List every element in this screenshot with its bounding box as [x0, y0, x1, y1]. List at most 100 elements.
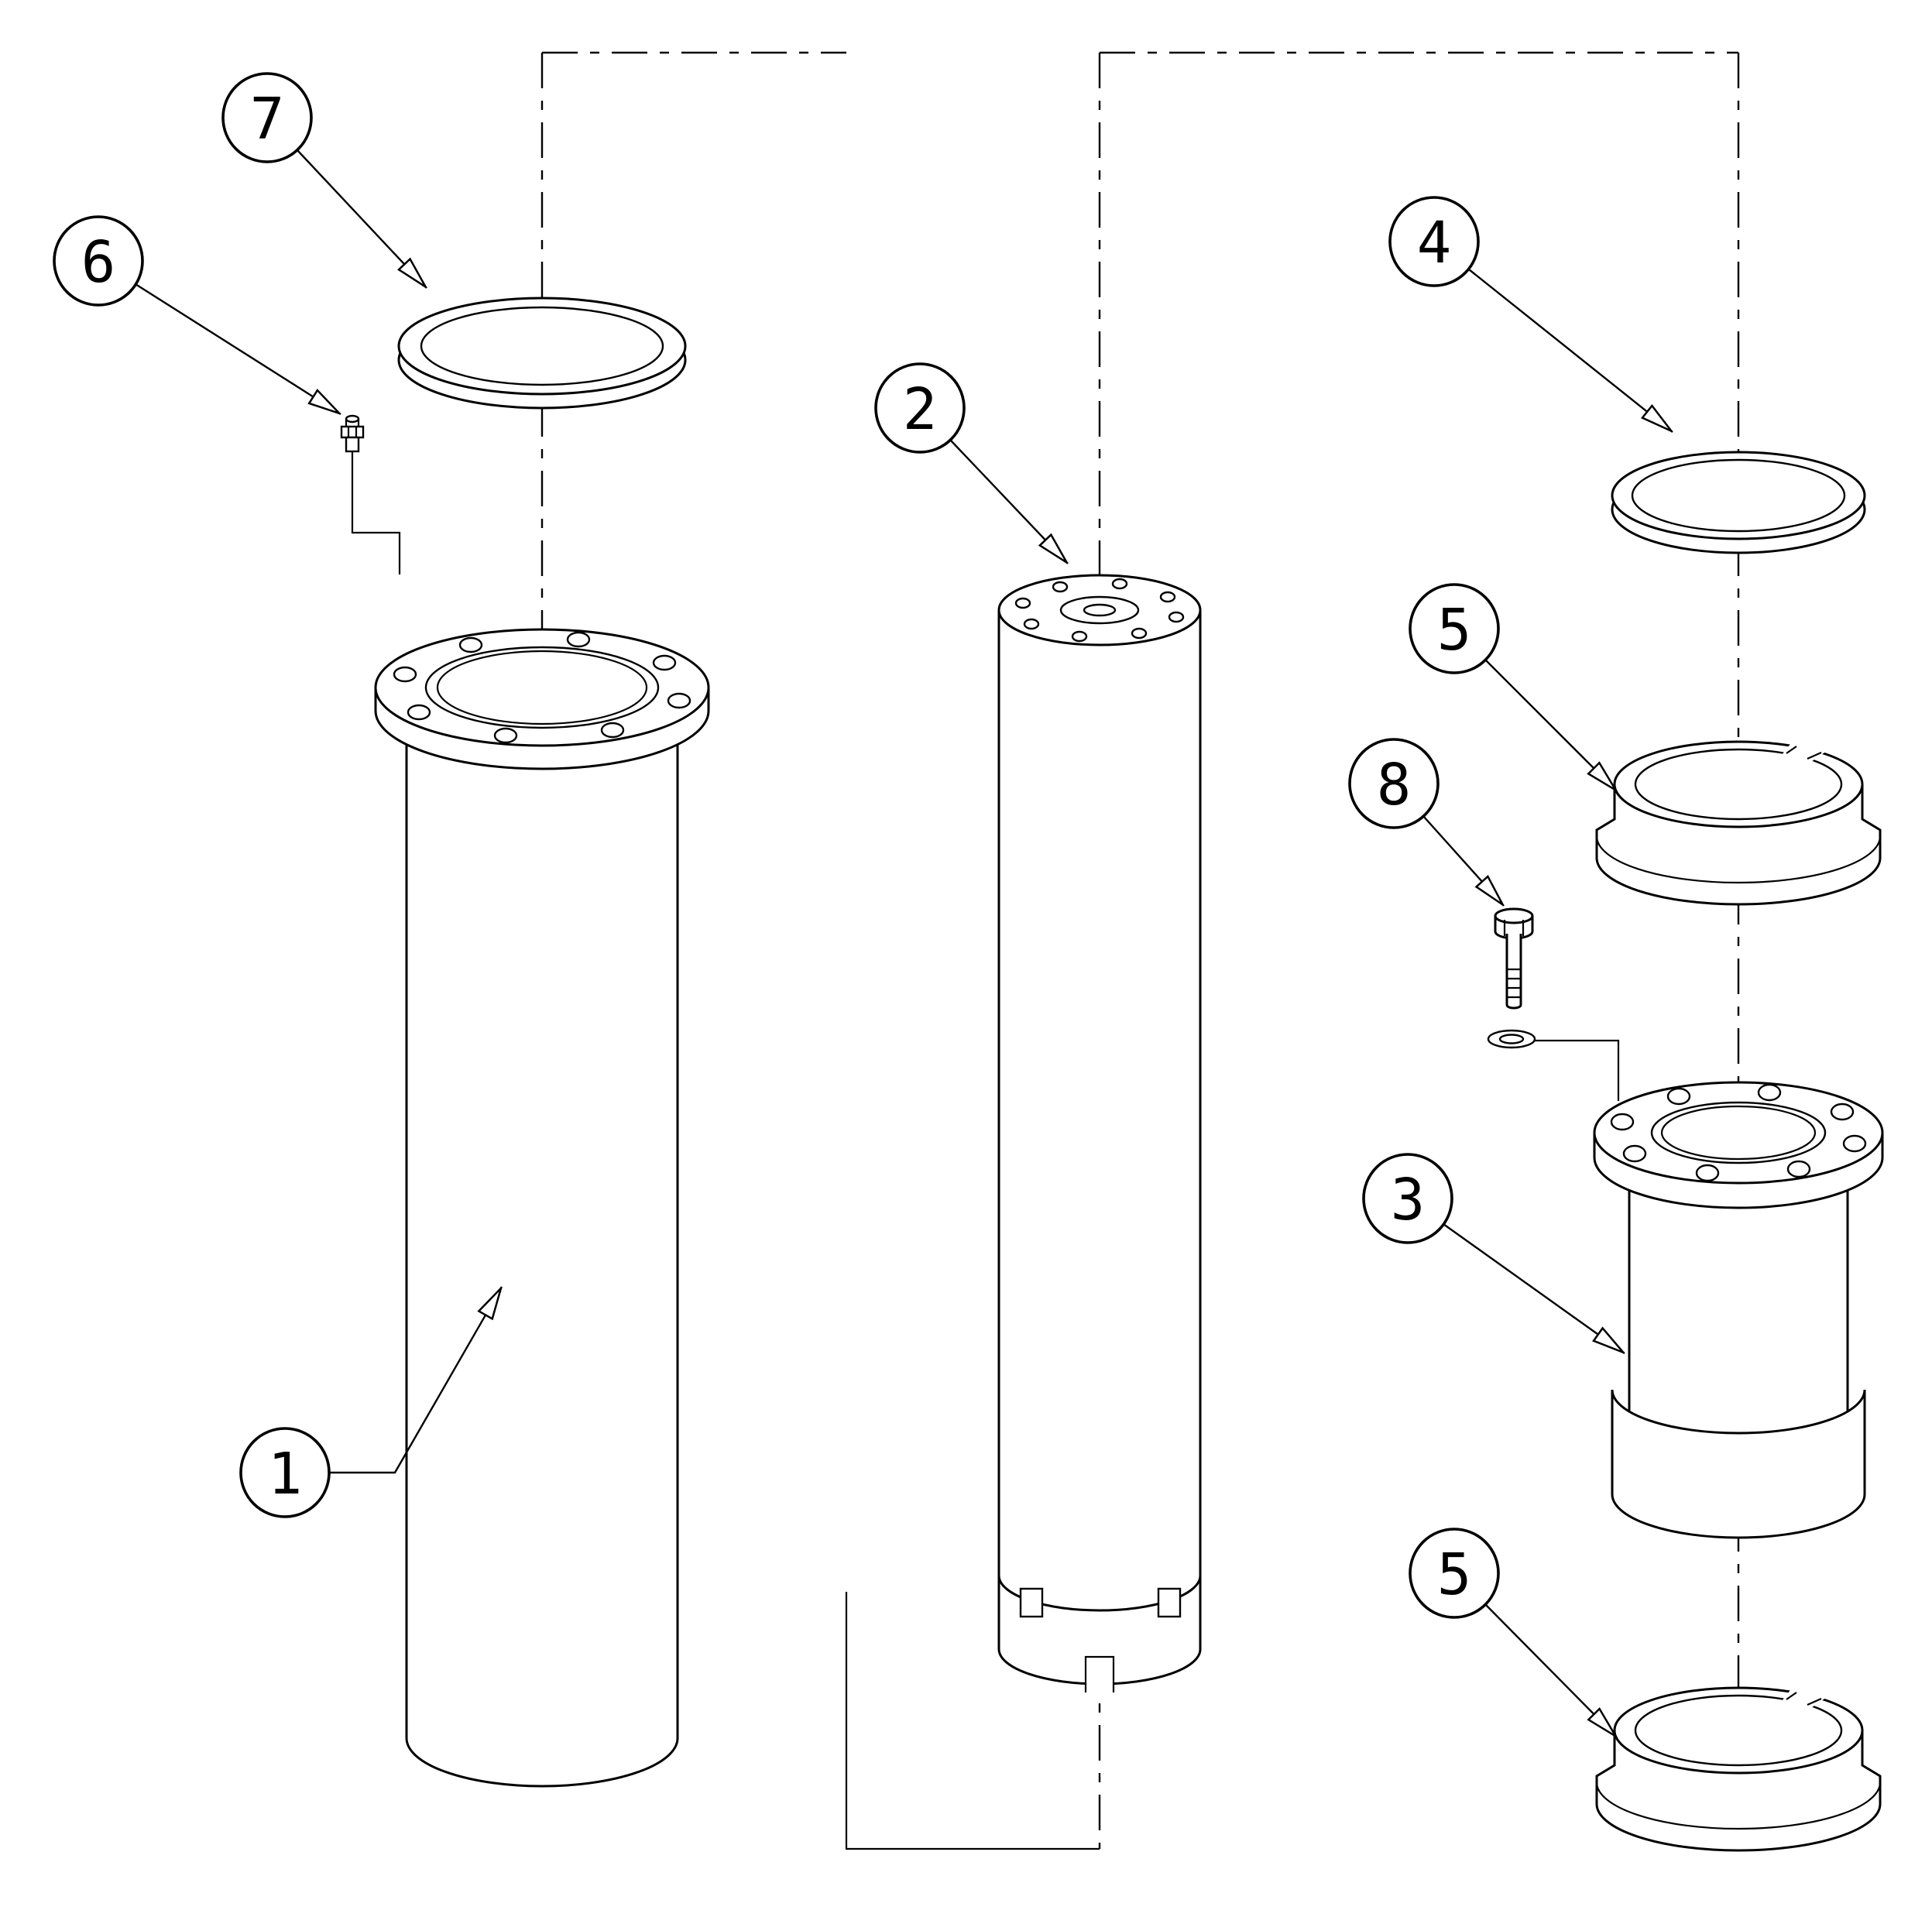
callout-6-label: 6 [81, 229, 116, 296]
callout-6: 6 [53, 215, 341, 416]
balloon-4 [1388, 196, 1480, 287]
piston-collar-groove [997, 1575, 1202, 1612]
split-gap-mask [1782, 1686, 1829, 1710]
part-3-cylinder-head-gland [1593, 1081, 1884, 1539]
gland-bore [1650, 1101, 1827, 1164]
fitting-hex-facets [347, 427, 358, 437]
flange-bolt-hole [407, 704, 431, 721]
callout-5-lower-label: 5 [1437, 1541, 1472, 1608]
fitting-locator-line [351, 451, 401, 574]
leader-line-5-lower [1484, 1603, 1618, 1738]
gland-bore-chamfer [1660, 1105, 1817, 1161]
tube-body-walls [405, 745, 679, 1738]
balloon-5-lower [1409, 1528, 1500, 1619]
bottom-slot [1084, 1655, 1115, 1692]
leader-line-6 [135, 283, 341, 416]
fitting-tip-sides [345, 419, 360, 427]
part-4-seal-ring [1611, 451, 1866, 554]
ring-inner-edge [1631, 458, 1846, 533]
bolt-head-top [1494, 907, 1534, 924]
bolt-locator-line [1535, 1039, 1620, 1101]
tube-bottom-edge [405, 1737, 679, 1788]
gland-neck-walls [1628, 1190, 1849, 1411]
callout-1: 1 [239, 1286, 503, 1518]
callout-2: 2 [874, 362, 1069, 564]
split-gap-edges [1786, 1692, 1822, 1706]
part-6-grease-fitting [340, 414, 401, 574]
part-7-retaining-ring [397, 297, 687, 410]
balloon-7 [221, 72, 313, 163]
leader-line-1 [329, 1286, 503, 1474]
piston-face-hole [1159, 591, 1176, 603]
flange-bolt-hole [667, 692, 691, 709]
callout-1-label: 1 [268, 1441, 303, 1507]
part-5-split-ring-upper [1595, 740, 1882, 906]
ring-inner-edge [420, 306, 664, 386]
callout-3: 3 [1362, 1153, 1625, 1354]
callout-4-label: 4 [1417, 210, 1452, 276]
flange-bolt-hole [1757, 1083, 1782, 1102]
split-gap-mask [1782, 740, 1829, 763]
balloon-5-upper [1409, 583, 1500, 674]
callout-3-label: 3 [1391, 1167, 1426, 1233]
balloon-3 [1362, 1153, 1453, 1244]
callout-4: 4 [1388, 196, 1673, 433]
callout-5-upper-label: 5 [1437, 597, 1472, 664]
tube-body-mask [407, 720, 678, 1786]
piston-face-hole [1131, 627, 1148, 640]
bolt-threads [1507, 968, 1521, 999]
callout-8-label: 8 [1377, 752, 1412, 818]
part-2-inner-cylinder [997, 574, 1202, 1692]
piston-center-hole [1083, 603, 1117, 617]
flange-bolt-hole [458, 636, 483, 653]
bottom-slot-mask [1086, 1657, 1114, 1692]
callout-5-lower: 5 [1409, 1528, 1618, 1738]
flange-bolt-hole [393, 666, 417, 683]
flange-bolt-hole [566, 631, 591, 648]
part-1-outer-cylinder-tube [374, 628, 710, 1788]
piston-body-walls [997, 610, 1202, 1649]
split-ring-inner-edge [1634, 1694, 1843, 1767]
gland-base-skirt [1611, 1389, 1866, 1539]
flange-bolt-hole [652, 654, 677, 671]
piston-body-mask [999, 610, 1200, 1684]
callout-5-upper: 5 [1409, 583, 1618, 792]
leader-line-3 [1443, 1223, 1625, 1354]
balloon-1 [239, 1427, 331, 1518]
leader-line-4 [1468, 269, 1673, 433]
skirt-front-curve [1595, 835, 1882, 884]
bolt-shank [1505, 934, 1522, 1010]
flange-bolt-hole [1786, 1160, 1811, 1178]
piston-face-hole [1111, 578, 1128, 590]
flange-bolt-hole [1695, 1164, 1720, 1182]
leader-line-8 [1422, 815, 1505, 907]
piston-face-hole [1014, 597, 1031, 609]
callout-2-label: 2 [903, 376, 938, 443]
split-ring-inner-edge [1634, 748, 1843, 821]
collar-notch-left [1019, 1587, 1044, 1618]
flange-bolt-hole [1830, 1103, 1855, 1121]
flange-bolt-hole [1622, 1144, 1647, 1163]
balloon-2 [874, 362, 966, 454]
fitting-stem [345, 436, 360, 453]
flange-bolt-hole [1842, 1134, 1867, 1153]
leader-line-5-upper [1484, 659, 1618, 792]
washer-hole [1498, 1034, 1525, 1044]
flange-bolt-hole [1666, 1087, 1691, 1106]
piston-face-hole [1071, 630, 1088, 643]
leader-line-2 [949, 439, 1069, 564]
callout-7-label: 7 [250, 86, 285, 153]
flange-bolt-hole [1610, 1113, 1635, 1131]
piston-face-hole [1168, 611, 1185, 623]
assembly-boundary-line [845, 1592, 1100, 1850]
split-gap-edges [1786, 746, 1822, 760]
piston-face-hole [1023, 618, 1040, 630]
gland-neck-mask [1629, 1157, 1848, 1436]
callout-7: 7 [221, 72, 427, 289]
callout-8: 8 [1348, 738, 1505, 907]
skirt-front-curve [1595, 1782, 1882, 1830]
part-8-hex-bolt-and-washer [1487, 907, 1620, 1101]
balloon-6 [53, 215, 144, 307]
